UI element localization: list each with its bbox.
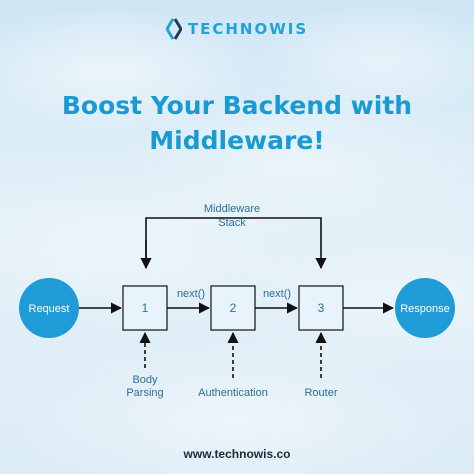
- middleware-box-2: [210, 285, 256, 331]
- middleware-box-1-number: 1: [142, 301, 149, 315]
- middleware-diagram: Middleware Stack Request Response next()…: [19, 203, 455, 399]
- middleware-box-1: [122, 285, 168, 331]
- next-label-2: next(): [263, 288, 291, 300]
- footer-url: www.technowis.co: [183, 447, 291, 461]
- caption-authentication: Authentication: [198, 387, 268, 399]
- caption-body-parsing-line-2: Parsing: [126, 387, 163, 399]
- stack-label-line-2: Stack: [218, 217, 246, 229]
- brand-header: TECHNOWIS: [0, 18, 474, 40]
- stack-label-line-1: Middleware: [204, 203, 260, 215]
- caption-body-parsing-line-1: Body: [132, 374, 158, 386]
- brand-name: TECHNOWIS: [187, 20, 309, 38]
- response-node: [395, 278, 455, 338]
- middleware-box-3-number: 3: [318, 301, 325, 315]
- bracket-logo-icon: [165, 18, 182, 40]
- middleware-box-3: [298, 285, 344, 331]
- headline-line-1: Boost Your Backend with: [61, 91, 413, 120]
- caption-router: Router: [304, 387, 337, 399]
- response-label: Response: [400, 303, 450, 315]
- headline-line-2: Middleware!: [149, 126, 325, 155]
- next-label-1: next(): [177, 288, 205, 300]
- request-node: [19, 278, 79, 338]
- request-label: Request: [29, 303, 70, 315]
- headline: Boost Your Backend with Middleware!: [0, 88, 474, 158]
- middleware-box-2-number: 2: [230, 301, 237, 315]
